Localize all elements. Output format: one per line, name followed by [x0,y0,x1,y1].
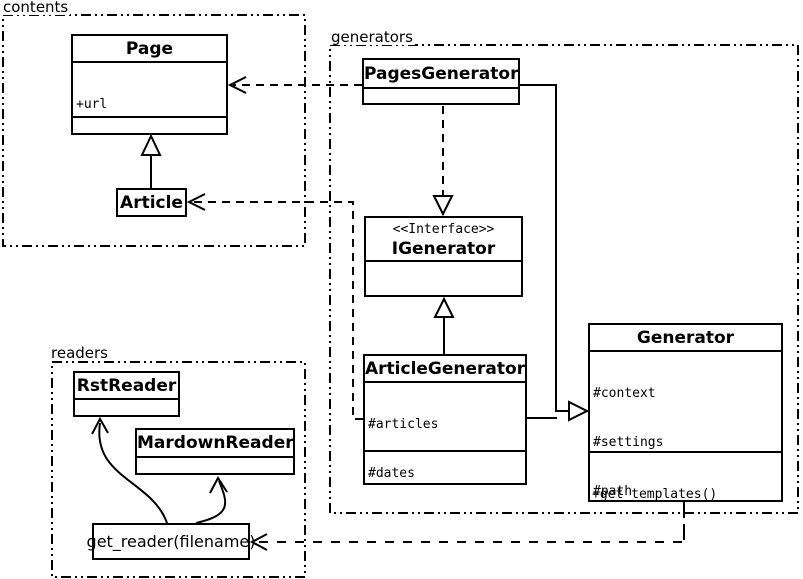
class-rstreader-methods: +read() [75,398,178,415]
function-get-reader-label: get_reader(filename) [86,532,256,551]
articlegenerator-to-igenerator-triangle [433,296,455,318]
class-page-title: Page [125,39,174,59]
attribute: #path [593,484,633,500]
getreader-to-rstreader-arrowhead [91,416,109,435]
readers-package-label: readers [49,344,110,362]
class-articlegenerator: ArticleGenerator #articles #dates #tags … [363,354,527,485]
generators-package-border [329,44,799,514]
class-article: Article [116,188,187,217]
function-get-reader: get_reader(filename) [87,523,255,560]
pagesgenerator-to-igenerator-triangle [432,195,454,217]
articlegenerator-to-article-dashed [192,201,363,420]
class-igenerator-title: IGenerator [391,239,496,259]
class-pagesgenerator-attributes: #pages [364,87,518,103]
class-articlegenerator-methods: +generate_feeds() +generate_pages() [365,450,525,483]
class-page-attributes: +url +slug +summary [73,61,226,116]
getreader-to-mardownreader-curve [195,480,227,524]
class-igenerator: <<Interface>> IGenerator +generate_conte… [364,216,523,297]
class-rstreader: RstReader +read() [73,371,180,417]
attribute: #context [593,385,656,401]
class-generator-methods: +get_templates() +get_files(path,exclude… [590,451,781,502]
generator-to-getreader-arrowhead [249,533,268,551]
class-mardownreader: MardownReader +read() [135,428,295,475]
attribute: #settings [593,435,664,451]
class-generator: Generator #context #settings #path #them… [588,323,783,502]
class-pagesgenerator-title: PagesGenerator [364,64,519,84]
article-to-page-triangle [140,133,162,156]
class-articlegenerator-title: ArticleGenerator [365,359,526,379]
class-mardownreader-title: MardownReader [137,433,294,453]
class-igenerator-methods: +generate_context() +generate_output() [366,260,521,297]
class-page: Page +url +slug +summary +check_properti… [71,34,228,135]
contents-package-border [2,14,306,247]
generators-package-label: generators [329,28,415,46]
to-generator-triangle [568,400,590,422]
class-articlegenerator-attributes: #articles #dates #tags #categories [365,381,525,481]
attribute: +url [76,96,108,112]
class-generator-title: Generator [636,328,735,348]
class-rstreader-title: RstReader [76,376,177,396]
class-pagesgenerator: PagesGenerator #pages [362,58,520,105]
class-article-title: Article [120,193,183,213]
contents-package-label: contents [1,0,71,16]
attribute: #articles [368,416,439,432]
getreader-to-mardownreader-arrowhead [209,476,228,494]
class-mardownreader-methods: +read() [137,456,293,473]
pagesgenerator-to-page-arrowhead [227,76,247,94]
attribute: #dates [368,466,415,482]
class-page-methods: +check_properties() [73,116,226,133]
articlegenerator-to-article-arrowhead [186,193,206,211]
getreader-to-rstreader-curve [98,422,168,524]
class-generator-attributes: #context #settings #path #theme #output_… [590,350,781,499]
pagesgenerator-to-generator-line [520,84,568,412]
class-igenerator-stereotype: <<Interface>> [392,222,495,237]
method: +generate_context() [369,296,521,297]
method: +get_templates() [592,486,718,502]
